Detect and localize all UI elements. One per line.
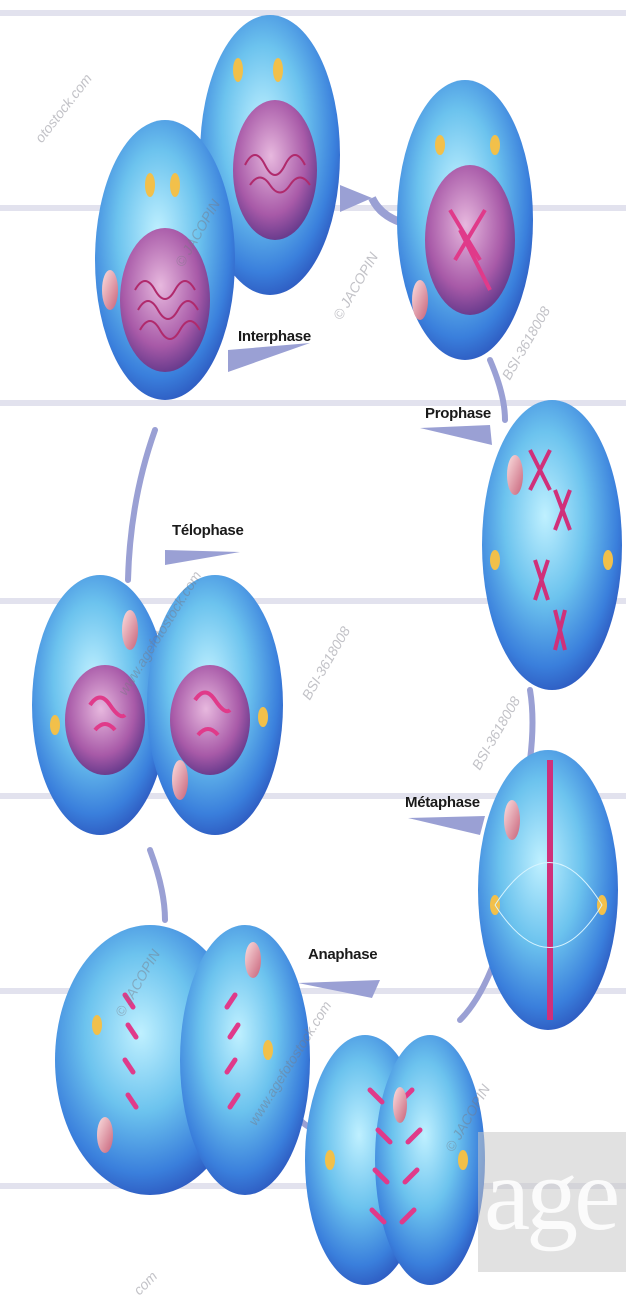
anaphase-early-cell (305, 1035, 485, 1285)
label-metaphase: Métaphase (405, 794, 480, 811)
interphase-cell-front (95, 120, 235, 400)
label-telophase: Télophase (172, 522, 244, 539)
logo-bottom-text: FOTOSTOCK (482, 1272, 626, 1298)
label-anaphase: Anaphase (308, 946, 377, 963)
metaphase-cell (478, 750, 618, 1030)
anaphase-late-cell (55, 925, 310, 1195)
agefotostock-logo: age FOTOSTOCK (478, 1132, 626, 1303)
prophase-cell (397, 80, 533, 360)
arrow-interphase-prophase (340, 185, 400, 222)
label-interphase: Interphase (238, 328, 311, 345)
prometaphase-cell (482, 400, 622, 690)
label-prophase: Prophase (425, 405, 491, 422)
logo-top-text: age (484, 1140, 622, 1250)
